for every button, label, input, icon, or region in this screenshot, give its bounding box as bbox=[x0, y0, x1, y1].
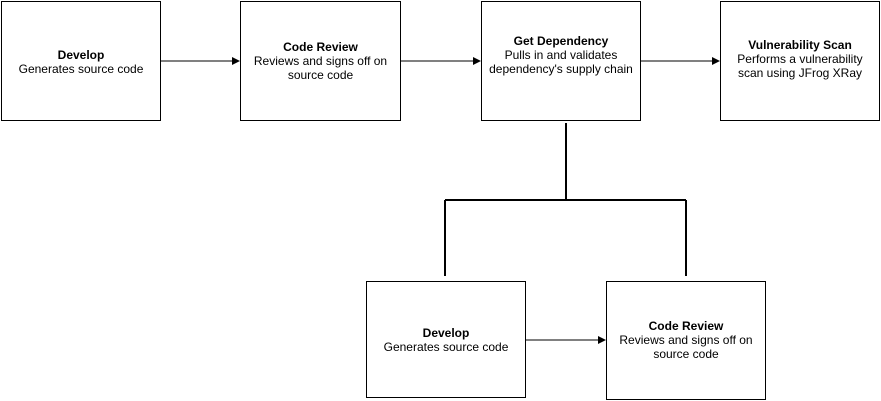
vulnerability-scan-title: Vulnerability Scan bbox=[748, 38, 852, 52]
develop-sub-title: Develop bbox=[422, 325, 470, 340]
vulnerability-scan-desc: Performs a vulnerability scan using JFro… bbox=[737, 52, 863, 80]
vulnerability-scan-node[interactable]: Vulnerability Scan Performs a vulnerabil… bbox=[720, 1, 880, 121]
develop-sub-desc: Generates source code bbox=[383, 339, 509, 354]
develop-node[interactable]: Develop Generates source code bbox=[1, 1, 161, 121]
code-review-sub-title: Code Review bbox=[648, 318, 724, 333]
get-dependency-desc: Pulls in and validates dependency's supp… bbox=[489, 48, 633, 76]
get-dependency-node[interactable]: Get Dependency Pulls in and validates de… bbox=[481, 1, 641, 121]
code-review-sub-node[interactable]: Code Review Reviews and signs off on sou… bbox=[606, 281, 766, 400]
develop-sub-node[interactable]: Develop Generates source code bbox=[366, 281, 526, 398]
code-review-desc: Reviews and signs off on source code bbox=[253, 54, 388, 82]
develop-title: Develop bbox=[57, 48, 105, 62]
code-review-sub-desc: Reviews and signs off on source code bbox=[619, 332, 753, 361]
code-review-title: Code Review bbox=[283, 40, 358, 54]
develop-desc: Generates source code bbox=[18, 62, 144, 76]
bracket-get-dependency-subflow bbox=[444, 123, 687, 276]
get-dependency-title: Get Dependency bbox=[513, 34, 609, 48]
code-review-node[interactable]: Code Review Reviews and signs off on sou… bbox=[240, 1, 401, 121]
